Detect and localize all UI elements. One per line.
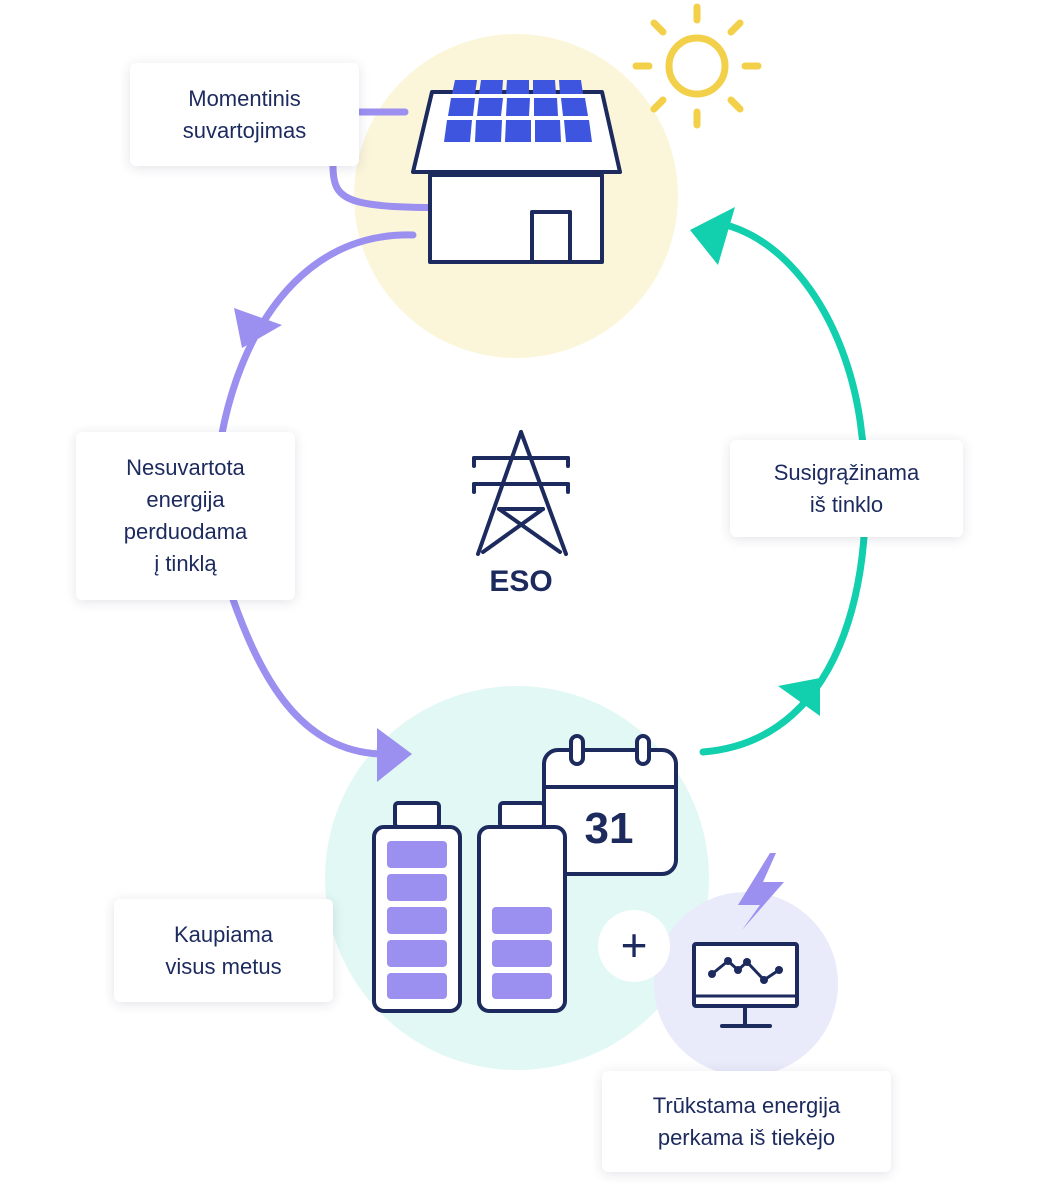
calendar-icon	[542, 734, 678, 876]
unused-energy-line1: Nesuvartota	[126, 455, 245, 480]
return-arrowhead-lower	[778, 678, 820, 716]
unused-energy-label: Nesuvartota energija perduodama į tinklą	[76, 432, 295, 600]
power-tower-icon	[472, 430, 570, 556]
missing-energy-line2: perkama iš tiekėjo	[657, 1124, 836, 1150]
return-arrowhead-upper	[690, 207, 735, 265]
instant-consumption-label: Momentinis suvartojimas	[130, 63, 359, 166]
export-arrowhead-lower	[377, 728, 412, 782]
sun-icon	[632, 3, 762, 129]
plus-background-circle	[598, 910, 670, 982]
stored-all-year-line2: visus metus	[165, 953, 282, 979]
returned-from-grid-line2: iš tinklo	[809, 491, 884, 517]
stored-all-year-line1: Kaupiama	[173, 921, 274, 947]
unused-energy-line4: į tinklą	[154, 551, 217, 576]
solar-house-icon	[411, 80, 622, 264]
missing-energy-line1: Trūkstama energija	[652, 1092, 841, 1118]
missing-energy-label: Trūkstama energija perkama iš tiekėjo	[602, 1071, 891, 1172]
monitor-chart-icon	[692, 942, 799, 1028]
full-battery-icon	[372, 801, 462, 1013]
returned-from-grid-line1: Susigrąžinama	[773, 459, 920, 485]
grid-operator-label: ESO	[489, 565, 552, 598]
unused-energy-line3: perduodama	[123, 519, 248, 544]
lightning-icon	[738, 853, 784, 930]
unused-energy-line2: energija	[146, 487, 225, 512]
calendar-day-number: 31	[585, 804, 634, 853]
instant-consumption-line1: Momentinis	[188, 85, 301, 111]
stored-all-year-label: Kaupiama visus metus	[114, 899, 333, 1002]
partial-battery-icon	[477, 801, 567, 1013]
plus-sign: +	[621, 919, 648, 971]
instant-consumption-line2: suvartojimas	[182, 117, 307, 143]
returned-from-grid-label: Susigrąžinama iš tinklo	[730, 440, 963, 537]
export-arrowhead-upper	[234, 308, 282, 348]
